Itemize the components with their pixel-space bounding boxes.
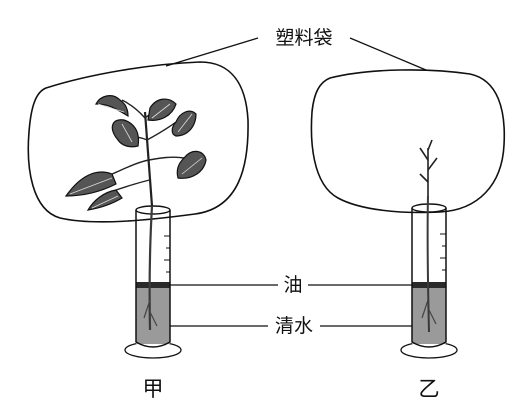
leafy-shoot [64,95,207,211]
tube-b-base [400,341,458,359]
test-tube-a [124,205,182,359]
plastic-bag-label: 塑料袋 [275,27,332,49]
tube-a-base [124,341,182,359]
leaf [86,189,123,211]
oil-layer-a [136,282,170,288]
caption-right: 乙 [419,377,440,401]
water-label: 清水 [275,315,313,337]
plastic-bag-b [310,69,506,214]
caption-left: 甲 [143,377,164,401]
test-tube-b [400,195,458,359]
bag-leader-line-b [349,37,427,71]
bare-twig [419,139,438,196]
water-a [136,287,170,344]
leaf [111,119,140,148]
leaf [64,171,117,197]
bag-leader-line-a [165,37,259,67]
oil-label: 油 [283,274,302,296]
